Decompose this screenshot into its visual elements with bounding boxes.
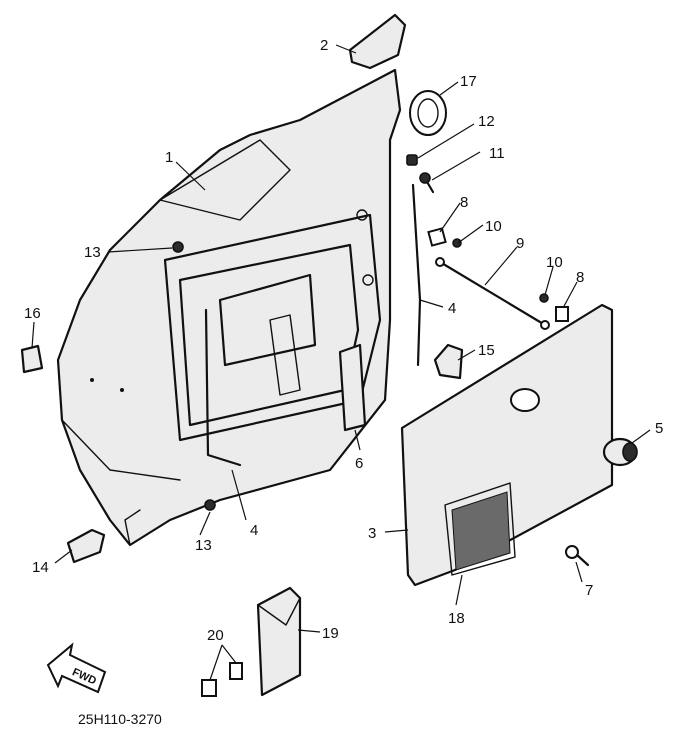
callout-4-bottom: 4 <box>250 522 258 539</box>
door-panel-part <box>400 303 614 587</box>
clip-part-lower <box>555 306 569 322</box>
door-screw-part <box>565 545 590 567</box>
callout-10-upper: 10 <box>485 218 502 235</box>
screw-part <box>419 172 435 194</box>
strap-part <box>338 343 367 432</box>
callout-19: 19 <box>322 625 339 642</box>
clip-part-upper <box>427 227 447 247</box>
callout-3: 3 <box>368 525 376 542</box>
callout-7: 7 <box>585 582 593 599</box>
callout-labels: 1 2 3 4 4 5 6 7 8 8 9 10 10 11 12 13 13 … <box>24 37 663 644</box>
fwd-arrow-icon: FWD <box>46 642 107 694</box>
left-clip-part <box>20 344 44 374</box>
callout-4-right: 4 <box>448 300 456 317</box>
caution-label-part <box>451 491 511 571</box>
callout-14: 14 <box>32 559 49 576</box>
clip-pair-part <box>201 662 243 697</box>
callout-10-lower: 10 <box>546 254 563 271</box>
inner-panel-part <box>56 68 402 547</box>
callout-8-lower: 8 <box>576 269 584 286</box>
callout-2: 2 <box>320 37 328 54</box>
callout-5: 5 <box>655 420 663 437</box>
callout-12: 12 <box>478 113 495 130</box>
callout-18: 18 <box>448 610 465 627</box>
callout-15: 15 <box>478 342 495 359</box>
callout-6: 6 <box>355 455 363 472</box>
hinge-clip-part <box>433 343 464 380</box>
side-bolt-part-upper <box>172 241 184 253</box>
leader-lines <box>31 44 651 681</box>
callout-13-upper: 13 <box>84 244 101 261</box>
link-rod-part <box>435 257 550 330</box>
callout-11: 11 <box>489 145 505 162</box>
grommet-part <box>409 90 447 136</box>
callout-9: 9 <box>516 235 524 252</box>
bolt-part-lower <box>539 293 549 303</box>
callout-16: 16 <box>24 305 41 322</box>
top-bracket-part <box>348 13 407 70</box>
callout-1: 1 <box>165 149 173 166</box>
bottom-bracket-part <box>66 528 106 564</box>
bolt-part-upper <box>452 238 462 248</box>
callout-13-lower: 13 <box>195 537 212 554</box>
callout-8-upper: 8 <box>460 194 468 211</box>
flap-cover-part <box>256 586 302 697</box>
callout-20: 20 <box>207 627 224 644</box>
knob-part <box>602 437 638 467</box>
callout-17: 17 <box>460 73 477 90</box>
nut-part <box>406 154 418 166</box>
side-bolt-part-lower <box>204 499 216 511</box>
drawing-number: 25H110-3270 <box>78 711 162 727</box>
